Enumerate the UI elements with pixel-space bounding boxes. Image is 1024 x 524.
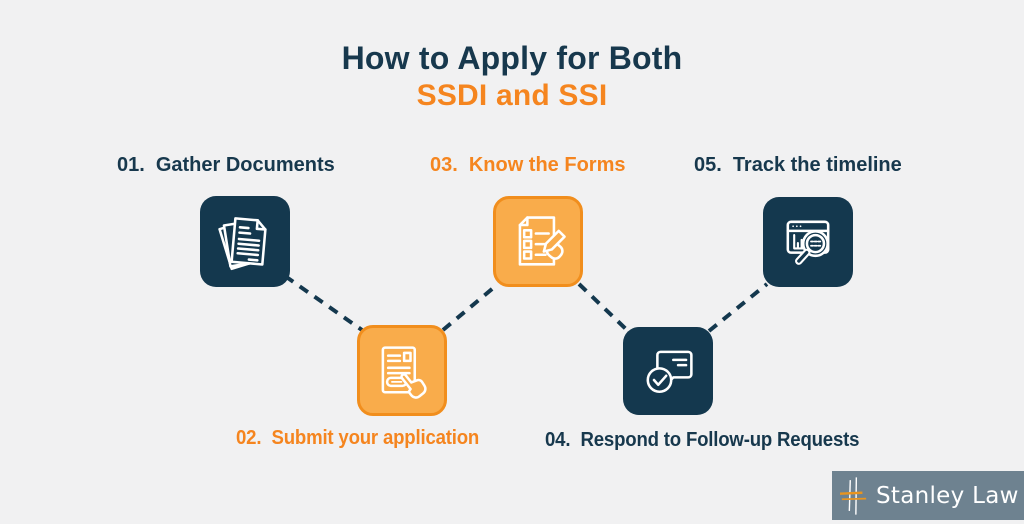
step-3-number: 03. — [430, 154, 458, 176]
connector-3-4 — [577, 282, 630, 333]
step-2-tile — [357, 325, 447, 416]
step-4-text: Respond to Follow-up Requests — [580, 429, 860, 451]
step-4-number: 04. — [545, 429, 571, 451]
step-1-label: 01. Gather Documents — [117, 154, 335, 177]
step-3-tile — [493, 196, 583, 287]
step-1-tile — [200, 196, 290, 287]
form-submit-hand-icon — [381, 345, 427, 399]
step-4-tile — [623, 327, 713, 415]
title-line-1: How to Apply for Both — [341, 40, 683, 76]
stanley-law-logo: Stanley Law — [832, 471, 1024, 520]
connector-2-3 — [441, 282, 500, 332]
step-4-label: 04. Respond to Follow-up Requests — [545, 429, 883, 452]
documents-stack-icon — [218, 216, 267, 270]
step-5-label: 05. Track the timeline — [694, 154, 902, 177]
step-2-number: 02. — [236, 427, 262, 449]
step-2-label: 02. Submit your application — [236, 427, 497, 450]
hash-lines-icon — [840, 476, 867, 515]
step-1-text: Gather Documents — [155, 154, 335, 176]
step-5-number: 05. — [694, 154, 722, 176]
step-3-label: 03. Know the Forms — [430, 154, 625, 177]
checklist-pen-icon — [518, 215, 566, 266]
connector-1-2 — [283, 274, 364, 332]
browser-magnifier-icon — [786, 220, 830, 265]
step-5-text: Track the timeline — [732, 154, 902, 176]
page-title: How to Apply for Both SSDI and SSI — [0, 40, 1024, 113]
step-3-text: Know the Forms — [468, 154, 626, 176]
connector-4-5 — [707, 282, 769, 333]
step-1-number: 01. — [117, 154, 145, 176]
chat-check-icon — [646, 350, 693, 393]
step-2-text: Submit your application — [271, 427, 480, 449]
title-line-2: SSDI and SSI — [416, 78, 608, 112]
step-5-tile — [763, 197, 853, 287]
logo-text: Stanley Law — [876, 482, 1019, 509]
